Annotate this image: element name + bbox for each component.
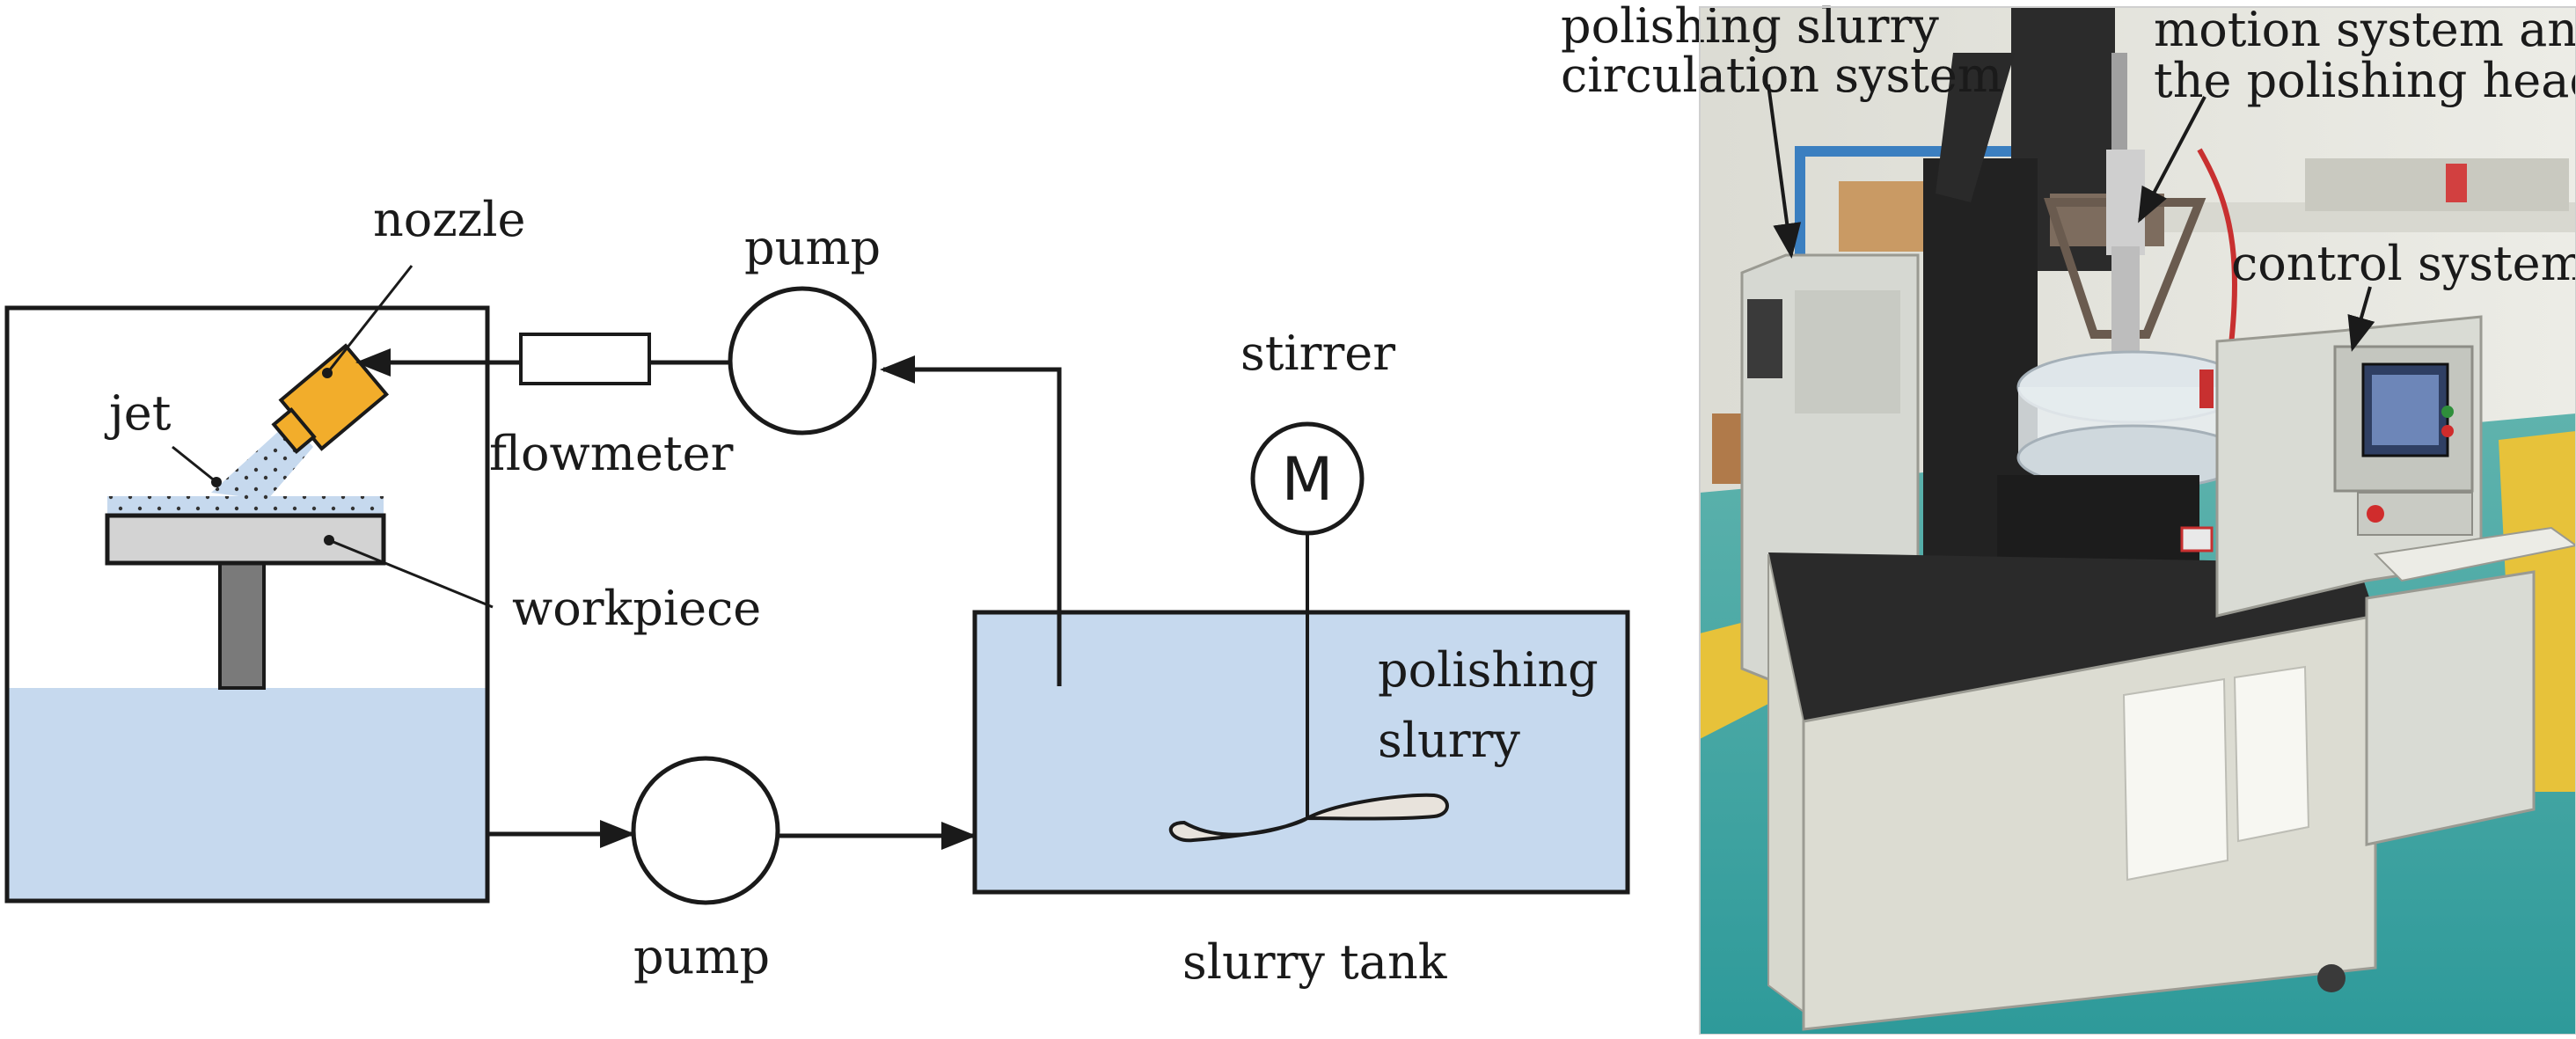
label-motion-line2: the polishing head [2154, 53, 2576, 108]
label-circulation-line2-overlay: circulation system [1561, 48, 2002, 103]
label-circulation-line1-overlay: polishing slurry [1561, 0, 1939, 54]
nozzle-leader [326, 265, 413, 374]
polishing-chamber [4, 265, 494, 904]
label-slurry-tank: slurry tank [1182, 934, 1448, 990]
workpiece [105, 513, 386, 566]
label-stirrer: stirrer [1240, 326, 1395, 381]
photo-label-overlay: polishing slurry circulation system [1557, 0, 2002, 104]
label-motion-line1: motion system and [2154, 2, 2576, 57]
label-motor: M [1282, 445, 1334, 515]
stirrer-motor [1250, 421, 1365, 536]
label-polishing-slurry-line1: polishing [1378, 642, 1599, 698]
label-workpiece: workpiece [512, 581, 761, 636]
polishing-head [2106, 150, 2145, 255]
schematic: nozzle jet workpiece pump flowmeter stir… [4, 192, 1630, 990]
return-line [487, 756, 977, 905]
pointer-control [2347, 286, 2375, 352]
notice-sheet-1 [2122, 677, 2229, 882]
label-polishing-slurry-line2: slurry [1378, 713, 1520, 768]
workpiece-leader [328, 538, 494, 609]
slurry-film [107, 496, 384, 516]
label-flowmeter: flowmeter [489, 426, 734, 481]
pump-bottom [631, 756, 780, 905]
console-keyboard [2373, 526, 2576, 582]
label-nozzle: nozzle [373, 192, 525, 247]
pump-top [728, 286, 877, 435]
workpiece-support [218, 561, 266, 690]
label-jet: jet [104, 385, 172, 441]
chamber-slurry [7, 688, 487, 901]
xy-stage [1997, 475, 2199, 563]
label-pump-top: pump [744, 220, 881, 275]
label-circulation-line2: circulation system [1561, 48, 2002, 103]
supply-pipe-tank-to-pump [880, 355, 1062, 686]
wall-sign [2446, 164, 2467, 202]
label-control: control system [2231, 236, 2576, 291]
label-pump-bottom: pump [633, 929, 770, 984]
label-circulation-line1: polishing slurry [1561, 0, 1939, 54]
pointer-circulation [1767, 84, 1802, 259]
flowmeter [519, 333, 651, 385]
supply-line [355, 286, 1062, 686]
notice-sheet-2 [2233, 665, 2310, 843]
control-console [2215, 315, 2576, 846]
slurry-tank [972, 421, 1630, 895]
jet-leader [172, 445, 217, 484]
window-band [2305, 158, 2569, 211]
equipment-photo: polishing slurry circulation system moti… [1561, 0, 2576, 1035]
pointer-motion [2138, 96, 2206, 223]
machine-base [1802, 614, 2377, 1031]
tank-outline [972, 610, 1630, 895]
